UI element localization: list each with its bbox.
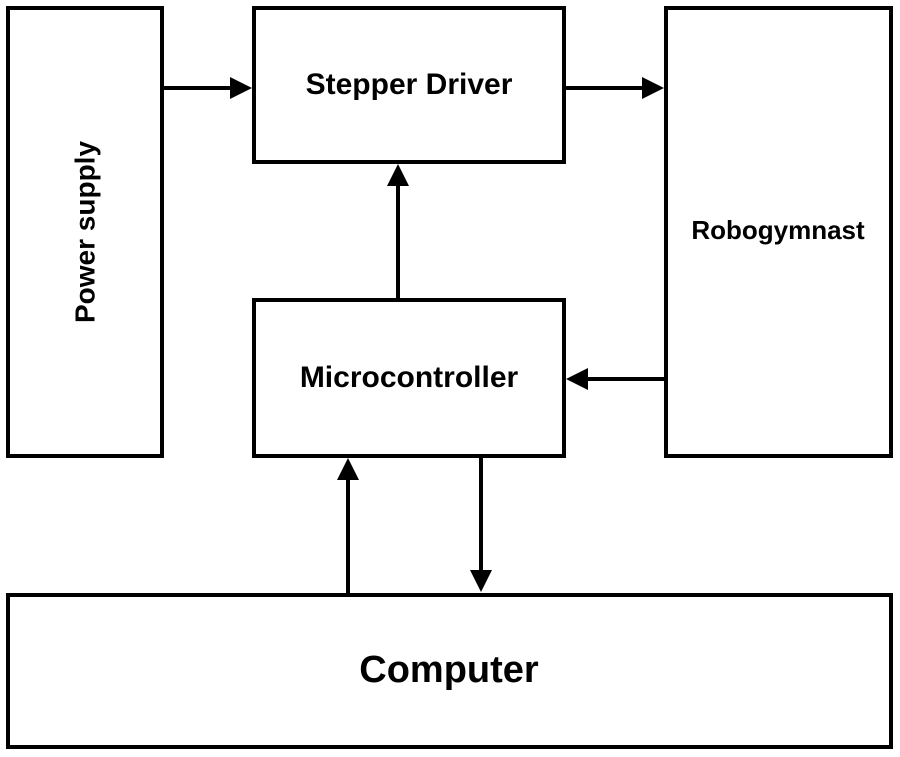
power-supply-box bbox=[6, 6, 164, 458]
robogymnast-block: Robogymnast bbox=[664, 6, 893, 458]
stepper-driver-box bbox=[252, 6, 566, 164]
arrow-microcontroller-to-driver-head bbox=[387, 164, 409, 186]
robogymnast-label: Robogymnast bbox=[691, 215, 865, 245]
arrow-microcontroller-to-computer bbox=[470, 456, 492, 592]
computer-label: Computer bbox=[359, 649, 539, 691]
stepper-driver-label: Stepper Driver bbox=[306, 68, 513, 101]
arrow-microcontroller-to-computer-head bbox=[470, 570, 492, 592]
computer-box bbox=[6, 593, 893, 749]
arrow-computer-to-microcontroller bbox=[337, 458, 359, 595]
arrow-power-to-driver bbox=[162, 77, 252, 99]
arrow-power-to-driver-head bbox=[230, 77, 252, 99]
computer-block: Computer bbox=[6, 593, 893, 749]
power-supply-label: Power supply bbox=[69, 141, 100, 323]
arrow-microcontroller-to-driver bbox=[387, 164, 409, 300]
microcontroller-label: Microcontroller bbox=[300, 361, 519, 394]
arrow-driver-to-robogymnast bbox=[564, 77, 664, 99]
arrow-robogymnast-to-microcontroller bbox=[566, 368, 666, 390]
microcontroller-box bbox=[252, 298, 566, 458]
microcontroller-block: Microcontroller bbox=[252, 298, 566, 458]
arrow-robogymnast-to-microcontroller-head bbox=[566, 368, 588, 390]
arrow-driver-to-robogymnast-head bbox=[642, 77, 664, 99]
arrow-computer-to-microcontroller-head bbox=[337, 458, 359, 480]
stepper-driver-block: Stepper Driver bbox=[252, 6, 566, 164]
power-supply-block: Power supply bbox=[6, 6, 164, 458]
robogymnast-box bbox=[664, 6, 893, 458]
